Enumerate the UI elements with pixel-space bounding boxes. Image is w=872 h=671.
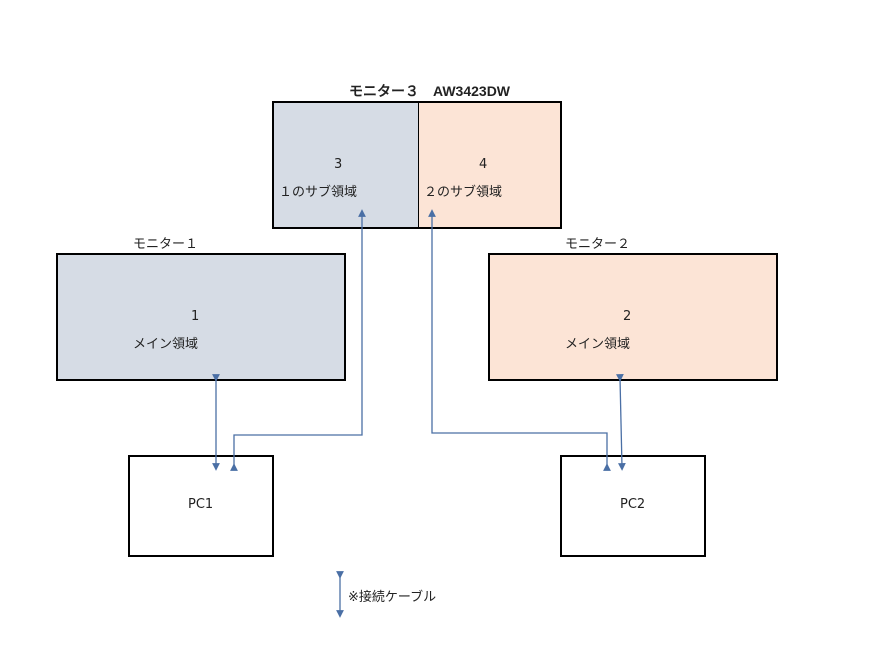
monitor1 bbox=[56, 253, 346, 381]
monitor3-left-number: 3 bbox=[334, 157, 343, 172]
monitor3-right-region bbox=[419, 103, 560, 227]
monitor3-left-label: １のサブ領域 bbox=[279, 185, 358, 200]
monitor1-label: メイン領域 bbox=[133, 337, 199, 352]
pc2 bbox=[560, 455, 706, 557]
pc1-label: PC1 bbox=[188, 497, 214, 512]
pc2-label: PC2 bbox=[620, 497, 646, 512]
monitor3-title: モニター３ AW3423DW bbox=[349, 83, 511, 99]
monitor2-title: モニター２ bbox=[565, 237, 631, 252]
cable-pc2-monitor2 bbox=[616, 374, 626, 471]
monitor2-number: 2 bbox=[623, 309, 632, 324]
monitor1-title: モニター１ bbox=[133, 237, 199, 252]
pc1 bbox=[128, 455, 274, 557]
monitor3 bbox=[272, 101, 562, 229]
monitor3-right-number: 4 bbox=[479, 157, 488, 172]
monitor2 bbox=[488, 253, 778, 381]
monitor3-right-label: ２のサブ領域 bbox=[424, 185, 503, 200]
legend-label: ※接続ケーブル bbox=[348, 590, 437, 605]
monitor2-label: メイン領域 bbox=[565, 337, 631, 352]
monitor3-left-region bbox=[274, 103, 419, 227]
monitor1-number: 1 bbox=[191, 309, 200, 324]
